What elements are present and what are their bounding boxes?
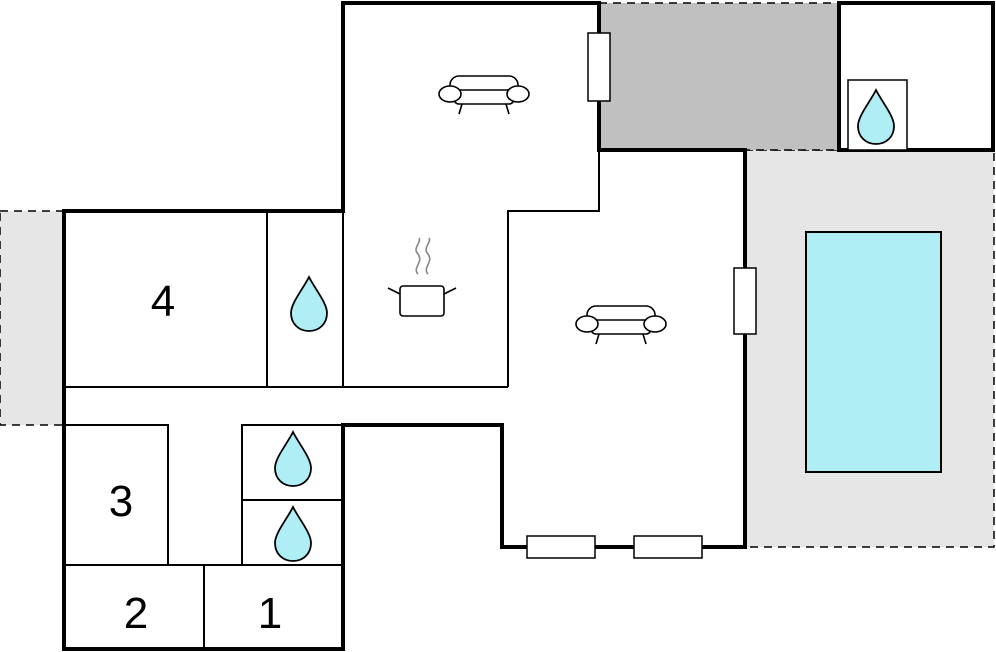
window-right — [733, 267, 757, 335]
water-drop-icon — [274, 506, 312, 562]
water-drop-icon — [274, 431, 312, 487]
cooking-pot-icon — [387, 237, 457, 317]
sofa-icon — [575, 305, 667, 345]
covered-area — [598, 2, 840, 151]
terrace-left — [0, 210, 65, 426]
windows — [526, 32, 757, 559]
room-label-4: 4 — [151, 277, 175, 326]
sofa-icon — [438, 75, 530, 115]
room-label-1: 1 — [258, 589, 282, 638]
window-bottom-left — [526, 535, 596, 559]
outer-walls — [62, 1, 747, 651]
water-drop-icon — [290, 276, 328, 332]
interior-walls — [64, 150, 600, 649]
swimming-pool — [805, 231, 942, 473]
room-label-2: 2 — [124, 589, 148, 638]
window-bottom-right — [633, 535, 703, 559]
window-top — [587, 32, 611, 102]
room-label-3: 3 — [109, 477, 133, 526]
